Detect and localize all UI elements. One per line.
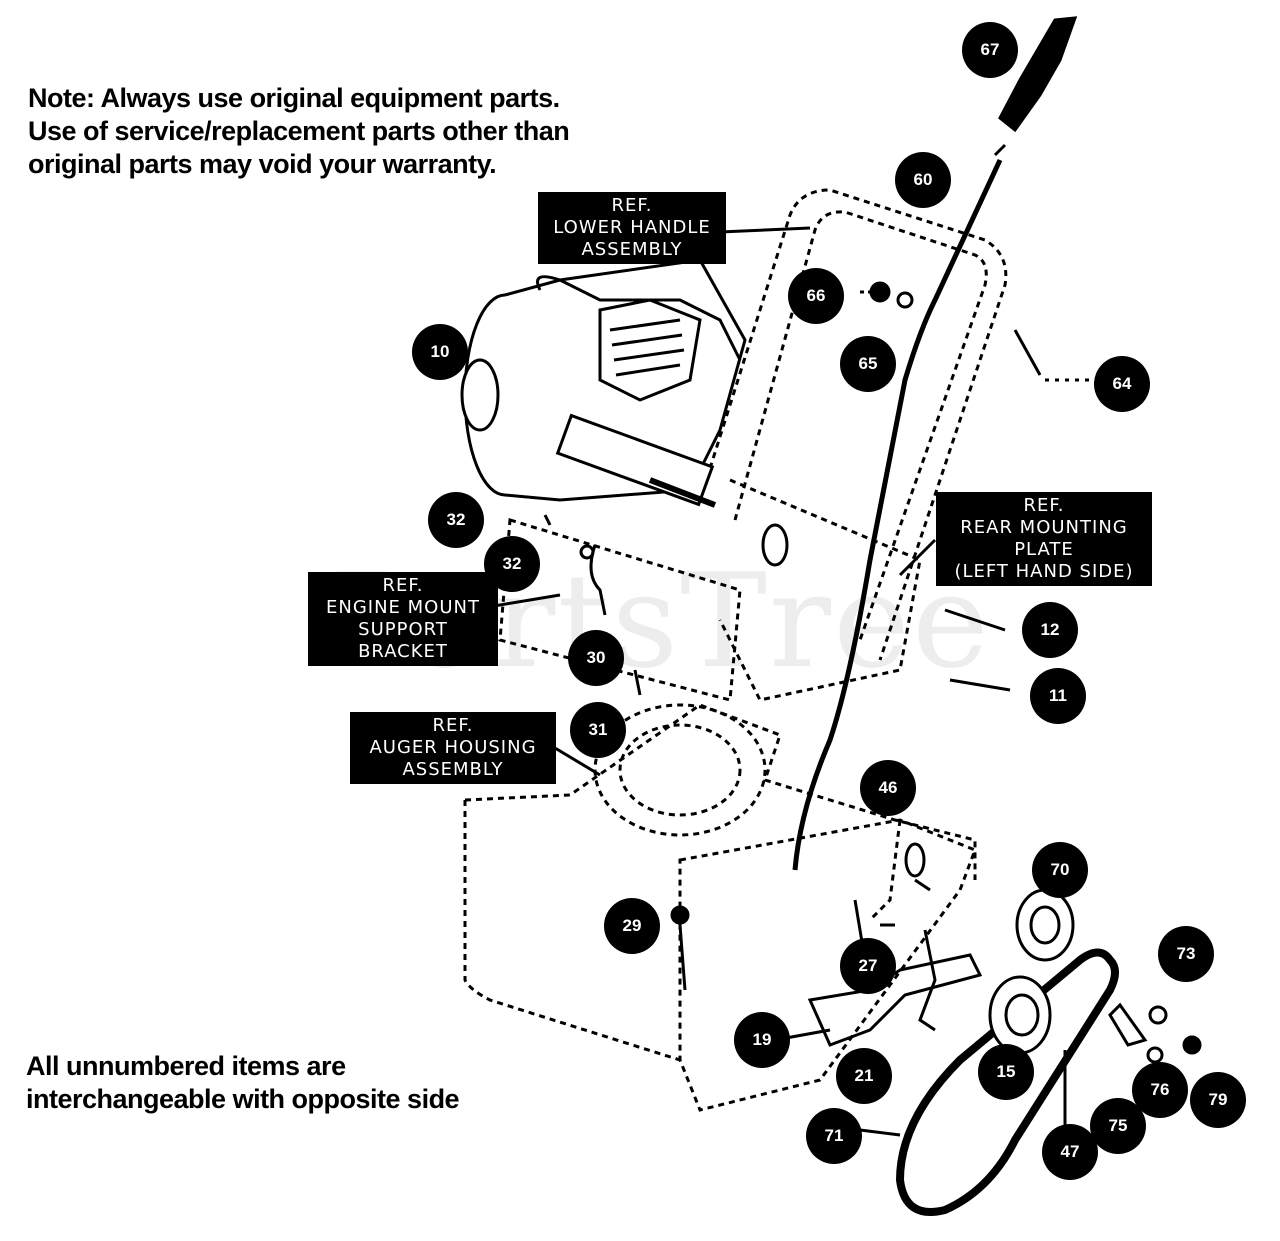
ref-line: PLATE bbox=[1014, 539, 1074, 560]
callout-47: 47 bbox=[1042, 1124, 1098, 1180]
note-unnumbered-items: All unnumbered items are interchangeable… bbox=[26, 1051, 460, 1114]
callout-70: 70 bbox=[1032, 842, 1088, 898]
cable-end bbox=[993, 143, 1007, 157]
bolt-64 bbox=[1013, 329, 1042, 376]
callout-73: 73 bbox=[1158, 926, 1214, 982]
ref-line: ASSEMBLY bbox=[402, 759, 504, 780]
callout-21: 21 bbox=[836, 1048, 892, 1104]
ref-line: REF. bbox=[1023, 495, 1065, 516]
ref-engine-mount-support-bracket: REF. ENGINE MOUNT SUPPORT BRACKET bbox=[308, 572, 498, 666]
callout-65: 65 bbox=[840, 336, 896, 392]
callout-60: 60 bbox=[895, 152, 951, 208]
callout-29: 29 bbox=[604, 898, 660, 954]
ref-line: SUPPORT bbox=[358, 619, 448, 640]
ref-auger-housing-assembly: REF. AUGER HOUSING ASSEMBLY bbox=[350, 712, 556, 784]
ref-line: REF. bbox=[432, 715, 474, 736]
callout-10: 10 bbox=[412, 324, 468, 380]
ref-line: REF. bbox=[611, 195, 653, 216]
callout-79: 79 bbox=[1190, 1072, 1246, 1128]
callout-71: 71 bbox=[806, 1108, 862, 1164]
callout-75: 75 bbox=[1090, 1098, 1146, 1154]
note-original-parts: Note: Always use original equipment part… bbox=[28, 83, 570, 179]
callout-31: 31 bbox=[570, 702, 626, 758]
lower-handle-outline bbox=[698, 188, 1008, 661]
handle-grip bbox=[998, 16, 1078, 133]
pulley-15 bbox=[988, 975, 1052, 1055]
callout-11: 11 bbox=[1030, 668, 1086, 724]
callout-46: 46 bbox=[860, 760, 916, 816]
auger-housing bbox=[463, 703, 977, 1112]
callout-64: 64 bbox=[1094, 356, 1150, 412]
control-cable bbox=[792, 158, 1003, 871]
ref-line: REF. bbox=[382, 575, 424, 596]
engine bbox=[460, 258, 747, 508]
lower-handle-inner bbox=[733, 210, 988, 641]
callout-30: 30 bbox=[568, 630, 624, 686]
ref-line: ENGINE MOUNT bbox=[326, 597, 480, 618]
callout-15: 15 bbox=[978, 1044, 1034, 1100]
pulley-70 bbox=[1015, 888, 1075, 962]
callout-19: 19 bbox=[734, 1012, 790, 1068]
drive-belt bbox=[895, 948, 1119, 1216]
engine-mount-bracket bbox=[498, 518, 742, 702]
ref-rear-mounting-plate: REF. REAR MOUNTING PLATE (LEFT HAND SIDE… bbox=[936, 492, 1152, 586]
rear-mounting-plate bbox=[718, 478, 922, 702]
callout-32-lower: 32 bbox=[484, 536, 540, 592]
ref-line: AUGER HOUSING bbox=[369, 737, 537, 758]
ref-line: BRACKET bbox=[358, 641, 448, 662]
callout-67: 67 bbox=[962, 22, 1018, 78]
callout-32-upper: 32 bbox=[428, 492, 484, 548]
ref-line: ASSEMBLY bbox=[581, 239, 683, 260]
callout-27: 27 bbox=[840, 938, 896, 994]
callout-66: 66 bbox=[788, 268, 844, 324]
ref-lower-handle-assembly: REF. LOWER HANDLE ASSEMBLY bbox=[538, 192, 726, 264]
ref-line: (LEFT HAND SIDE) bbox=[954, 561, 1134, 582]
ref-line: LOWER HANDLE bbox=[553, 217, 711, 238]
callout-12: 12 bbox=[1022, 602, 1078, 658]
ref-line: REAR MOUNTING bbox=[960, 517, 1128, 538]
callout-76: 76 bbox=[1132, 1062, 1188, 1118]
